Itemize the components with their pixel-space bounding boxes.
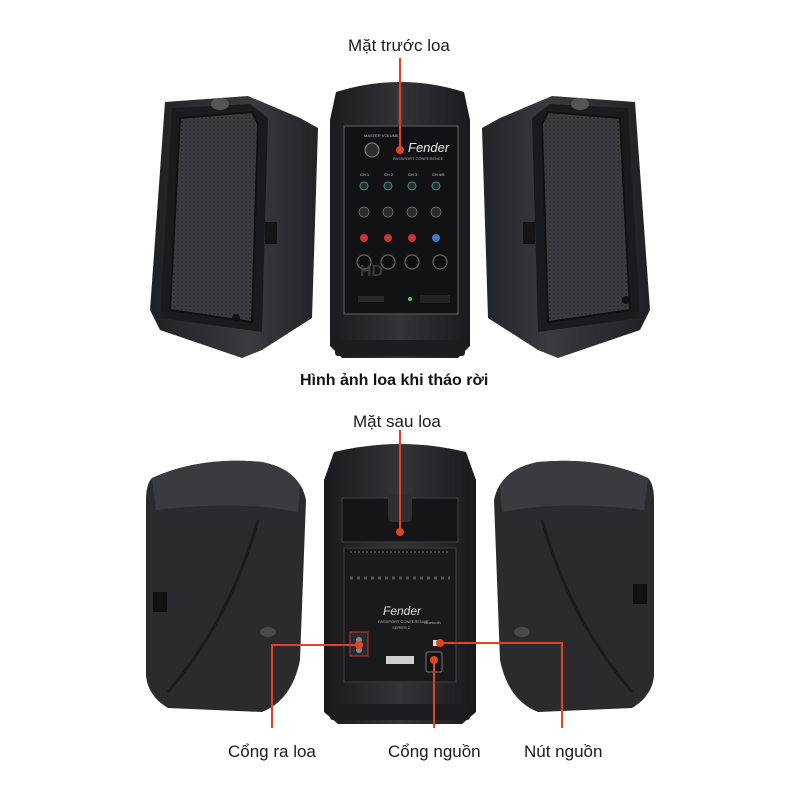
series-label: SERIES 2 [392,625,411,630]
section-title: Hình ảnh loa khi tháo rời [300,372,489,389]
left-speaker-back [146,460,306,712]
speaker-out-label: Cổng ra loa [228,742,316,761]
fender-badge-icon [260,627,276,637]
fender-logo-back: Fender [383,604,422,618]
fender-logo-front: Fender [408,140,450,155]
model-label-back: PASSPORT CONFERENCE [378,619,429,624]
power-button-callout-line [440,642,563,728]
front-callout-dot [396,146,404,154]
power-port-label: Cổng nguồn [388,742,481,761]
power-button-callout-dot [436,639,444,647]
back-panel-label: Mặt sau loa [353,412,441,431]
speaker-out-callout-dot [355,641,363,649]
right-speaker-front [482,96,650,358]
mixer-unit-front: MASTER VOLUME Fender PASSPORT CONFERENCE… [330,82,470,358]
channel-label: CH 4/5 [432,172,445,177]
channel-label: CH 2 [384,172,394,177]
front-panel-label: Mặt trước loa [348,36,450,55]
right-speaker-back [494,460,654,712]
power-port-callout-dot [430,656,438,664]
watermark-text: HD [360,263,383,280]
channel-label: CH 3 [408,172,418,177]
speaker-out-callout-line [271,644,359,728]
fender-badge-icon [571,98,589,110]
bluetooth-label: Bluetooth [424,620,441,625]
left-speaker-front [150,96,318,358]
power-button-label: Nút nguồn [524,742,603,761]
model-label-front: PASSPORT CONFERENCE [393,156,444,161]
back-callout-dot [396,528,404,536]
channel-label: CH 1 [360,172,370,177]
fender-badge-icon [514,627,530,637]
master-volume-label: MASTER VOLUME [364,133,399,138]
fender-badge-icon [211,98,229,110]
